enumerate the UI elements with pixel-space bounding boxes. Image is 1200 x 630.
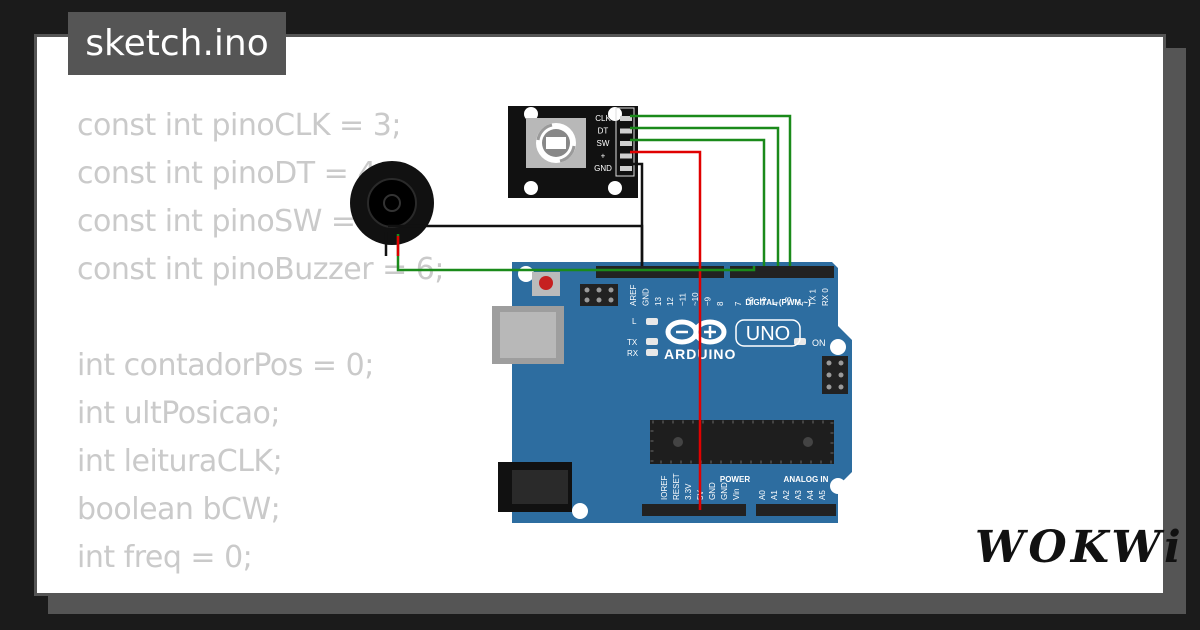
digital-pin-label: 4 <box>771 301 780 306</box>
model-label: UNO <box>746 323 790 345</box>
code-line: int freq = 0; <box>77 540 253 575</box>
analog-pin-label: A3 <box>794 490 803 500</box>
l-led-label: L <box>632 317 637 326</box>
wire-sw <box>630 138 766 266</box>
analog-header-label: ANALOG IN <box>784 475 829 484</box>
digital-pin-label: ~9 <box>703 296 712 306</box>
digital-pin-label: AREF <box>629 285 638 306</box>
code-line: boolean bCW; <box>77 492 281 527</box>
digital-pin-label: ~11 <box>679 292 688 306</box>
arduino-infinity-logo <box>665 319 727 345</box>
code-line: int contadorPos = 0; <box>77 348 374 383</box>
analog-pin-label: A4 <box>806 490 815 500</box>
digital-pin-label: TX 1 <box>809 289 818 306</box>
digital-pin-label: GND <box>641 288 650 306</box>
on-led-label: ON <box>812 338 826 348</box>
digital-header-label: DIGITAL (PWM ~) <box>745 298 811 307</box>
power-pin-label: Vin <box>732 489 741 500</box>
code-line: int leituraCLK; <box>77 444 283 479</box>
encoder-pin <box>620 141 632 146</box>
tx-led-label: TX <box>627 338 638 347</box>
wires <box>384 114 792 510</box>
wire-vcc <box>630 150 702 510</box>
power-pin-label: IOREF <box>660 475 669 500</box>
reset-button-cap <box>539 276 553 290</box>
rotary-encoder[interactable]: CLK DT SW + GND <box>508 106 638 198</box>
digital-pin-label: 12 <box>666 297 675 306</box>
power-pin-label: 3.3V <box>684 483 693 500</box>
wire-gnd-buzzer <box>384 224 644 266</box>
power-pin-label: GND <box>708 482 717 500</box>
code-preview: const int pinoCLK = 3; const int pinoDT … <box>77 104 444 584</box>
encoder-pin <box>620 166 632 171</box>
digital-pin-label: 7 <box>734 301 743 306</box>
digital-pin-label: ~5 <box>759 296 768 306</box>
digital-pin-label: ~6 <box>747 296 756 306</box>
encoder-pin-label: CLK <box>595 114 611 123</box>
code-line: int ultPosicao; <box>77 396 280 431</box>
digital-pin-label: 8 <box>716 301 725 306</box>
digital-pin-label: 13 <box>654 297 663 306</box>
code-line: const int pinoBuzzer = 6; <box>77 252 444 287</box>
piezo-buzzer[interactable] <box>350 161 434 245</box>
power-header-label: POWER <box>720 475 750 484</box>
encoder-pin <box>620 153 632 159</box>
analog-pin-label: A5 <box>818 490 827 500</box>
digital-pin-label: 2 <box>796 301 805 306</box>
wokwi-logo: WOKWi <box>975 522 1185 573</box>
encoder-pin <box>620 116 632 121</box>
encoder-pin-label: SW <box>597 139 610 148</box>
digital-pin-label: RX 0 <box>821 288 830 306</box>
digital-pin-label: ~10 <box>691 292 700 306</box>
file-tab[interactable]: sketch.ino <box>68 12 286 75</box>
power-pin-label: RESET <box>672 473 681 500</box>
power-pin-label: GND <box>720 482 729 500</box>
analog-pin-label: A0 <box>758 490 767 500</box>
analog-pin-label: A1 <box>770 490 779 500</box>
encoder-pin <box>620 128 632 134</box>
encoder-pin-label: + <box>601 152 606 161</box>
code-line: const int pinoCLK = 3; <box>77 108 401 143</box>
wire-clk <box>630 114 792 266</box>
encoder-pin-label: GND <box>594 164 612 173</box>
rx-led-label: RX <box>627 349 639 358</box>
code-line: const int pinoDT = 4; <box>77 156 386 191</box>
analog-pin-label: A2 <box>782 490 791 500</box>
wire-dt <box>630 126 780 266</box>
encoder-pin-label: DT <box>598 127 609 136</box>
arduino-uno-board[interactable]: ARDUINO UNO ON L TX RX DIGITAL (PWM ~) P… <box>492 262 852 523</box>
digital-pin-label: ~3 <box>784 296 793 306</box>
